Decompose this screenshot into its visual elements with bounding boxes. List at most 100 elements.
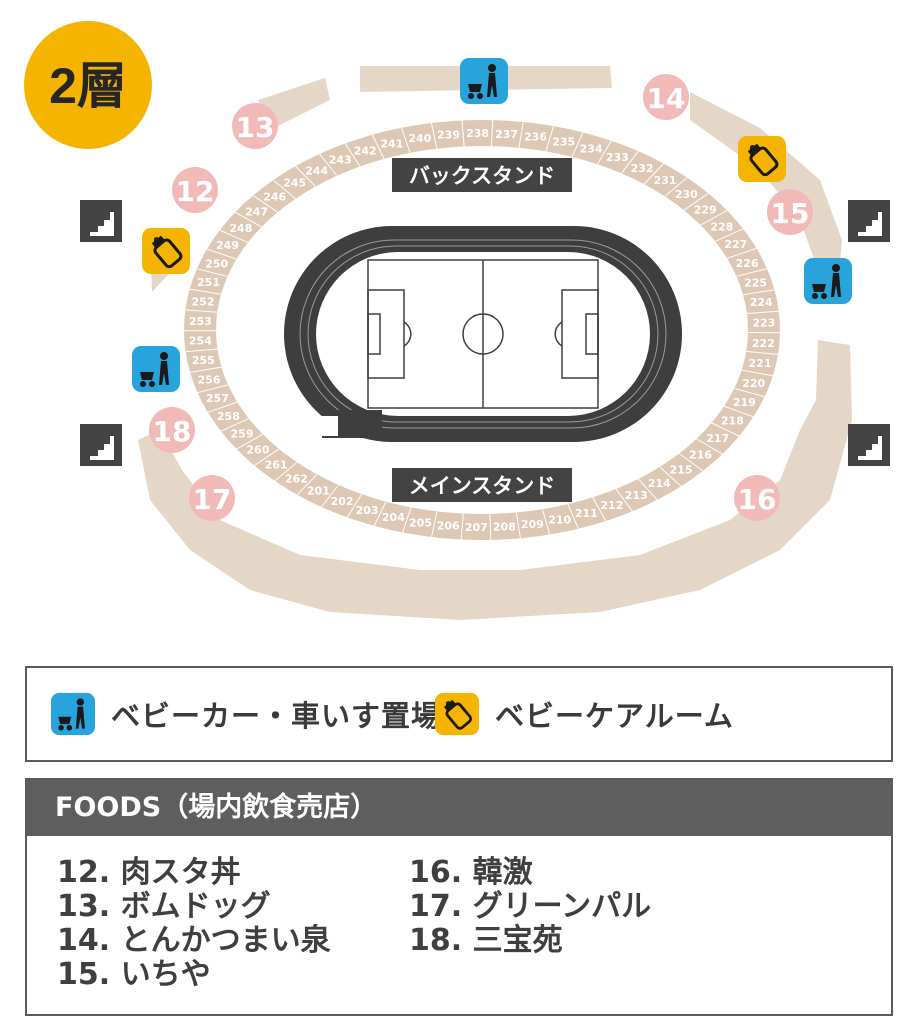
food-item: 18. 三宝苑 bbox=[409, 923, 563, 958]
svg-text:13: 13 bbox=[236, 111, 275, 144]
food-marker-17: 17 bbox=[189, 475, 235, 521]
section-divider bbox=[711, 422, 740, 437]
stroller-icon bbox=[51, 692, 95, 736]
section-label: 224 bbox=[750, 296, 773, 309]
section-label: 259 bbox=[231, 427, 254, 440]
section-divider bbox=[460, 513, 464, 540]
section-label: 236 bbox=[524, 131, 547, 144]
section-label: 227 bbox=[724, 238, 747, 251]
section-divider bbox=[743, 289, 775, 296]
section-divider bbox=[371, 134, 385, 160]
section-divider bbox=[236, 433, 264, 450]
level-badge-text: 2層 bbox=[49, 58, 127, 114]
svg-text:バックスタンド: バックスタンド bbox=[409, 164, 555, 188]
stroller-icon bbox=[804, 258, 852, 304]
section-divider bbox=[461, 120, 465, 147]
section-divider bbox=[567, 503, 579, 529]
section-label: 228 bbox=[710, 220, 733, 233]
section-divider bbox=[615, 488, 633, 512]
section-divider bbox=[295, 165, 316, 187]
section-divider bbox=[664, 177, 688, 197]
food-item: 13. ボムドッグ bbox=[57, 889, 271, 924]
level-badge bbox=[24, 21, 152, 149]
section-label: 258 bbox=[217, 410, 240, 423]
section-label: 208 bbox=[493, 520, 516, 533]
section-label: 211 bbox=[575, 507, 598, 520]
section-label: 238 bbox=[466, 127, 489, 140]
section-divider bbox=[678, 453, 704, 472]
section-divider bbox=[491, 120, 494, 147]
section-label: 245 bbox=[283, 177, 306, 190]
section-label: 260 bbox=[246, 444, 269, 457]
section-label: 231 bbox=[654, 174, 677, 187]
svg-text:12: 12 bbox=[176, 175, 215, 208]
section-divider bbox=[571, 132, 584, 158]
section-label: 220 bbox=[742, 377, 765, 390]
section-divider bbox=[185, 348, 218, 353]
section-label: 233 bbox=[606, 151, 629, 164]
section-label: 250 bbox=[205, 257, 228, 270]
legend-item-stroller: ベビーカー・車いす置場 bbox=[51, 692, 441, 736]
section-divider bbox=[402, 507, 412, 533]
food-item: 16. 韓激 bbox=[409, 855, 533, 890]
baby-bottle-icon bbox=[738, 136, 786, 182]
section-divider bbox=[197, 384, 229, 394]
section-label: 209 bbox=[521, 518, 544, 531]
food-marker-16: 16 bbox=[734, 475, 780, 521]
food-marker-13: 13 bbox=[232, 103, 278, 149]
section-divider bbox=[746, 310, 779, 314]
section-divider bbox=[683, 192, 709, 211]
section-divider bbox=[638, 478, 658, 501]
legend-label-baby-room: ベビーケアルーム bbox=[495, 699, 734, 733]
section-divider bbox=[321, 484, 339, 508]
soccer-pitch bbox=[367, 259, 599, 409]
section-divider bbox=[189, 288, 222, 295]
stairs-icon bbox=[848, 424, 890, 466]
section-divider bbox=[272, 179, 297, 200]
section-label: 212 bbox=[600, 499, 623, 512]
section-label: 214 bbox=[648, 477, 671, 490]
section-label: 210 bbox=[548, 513, 571, 526]
section-label: 232 bbox=[631, 162, 654, 175]
food-marker-12: 12 bbox=[172, 167, 218, 213]
section-label: 229 bbox=[694, 204, 717, 217]
section-divider bbox=[643, 163, 664, 185]
section-divider bbox=[274, 461, 298, 482]
section-divider bbox=[700, 209, 728, 226]
section-label: 222 bbox=[752, 337, 775, 350]
section-label: 251 bbox=[197, 276, 220, 289]
section-divider bbox=[254, 448, 280, 467]
section-label: 241 bbox=[380, 137, 403, 150]
svg-text:17: 17 bbox=[193, 483, 232, 516]
stroller-icon bbox=[460, 58, 508, 104]
section-label: 206 bbox=[437, 520, 460, 533]
section-label: 254 bbox=[189, 335, 212, 348]
food-marker-18: 18 bbox=[149, 407, 195, 453]
section-label: 216 bbox=[689, 449, 712, 462]
svg-text:16: 16 bbox=[738, 483, 777, 516]
section-divider bbox=[346, 493, 363, 518]
section-label: 240 bbox=[408, 132, 431, 145]
section-label: 249 bbox=[216, 239, 239, 252]
section-divider bbox=[319, 153, 338, 177]
section-label: 244 bbox=[305, 164, 328, 177]
food-item: 14. とんかつまい泉 bbox=[57, 923, 331, 958]
section-label: 203 bbox=[356, 504, 379, 517]
main-stand-label: メインスタンド bbox=[392, 468, 572, 502]
stroller-icon bbox=[132, 346, 180, 392]
section-label: 257 bbox=[206, 392, 229, 405]
section-divider bbox=[400, 127, 411, 154]
section-divider bbox=[196, 268, 228, 277]
section-divider bbox=[726, 247, 757, 259]
section-label: 234 bbox=[580, 142, 603, 155]
section-divider bbox=[592, 497, 607, 522]
section-label: 218 bbox=[721, 415, 744, 428]
section-label: 205 bbox=[409, 516, 432, 529]
section-divider bbox=[430, 122, 438, 149]
svg-text:18: 18 bbox=[153, 415, 192, 448]
section-label: 247 bbox=[245, 206, 268, 219]
foods-title: FOODS（場内飲食売店） bbox=[27, 780, 891, 836]
section-divider bbox=[741, 369, 773, 377]
section-divider bbox=[746, 350, 779, 355]
